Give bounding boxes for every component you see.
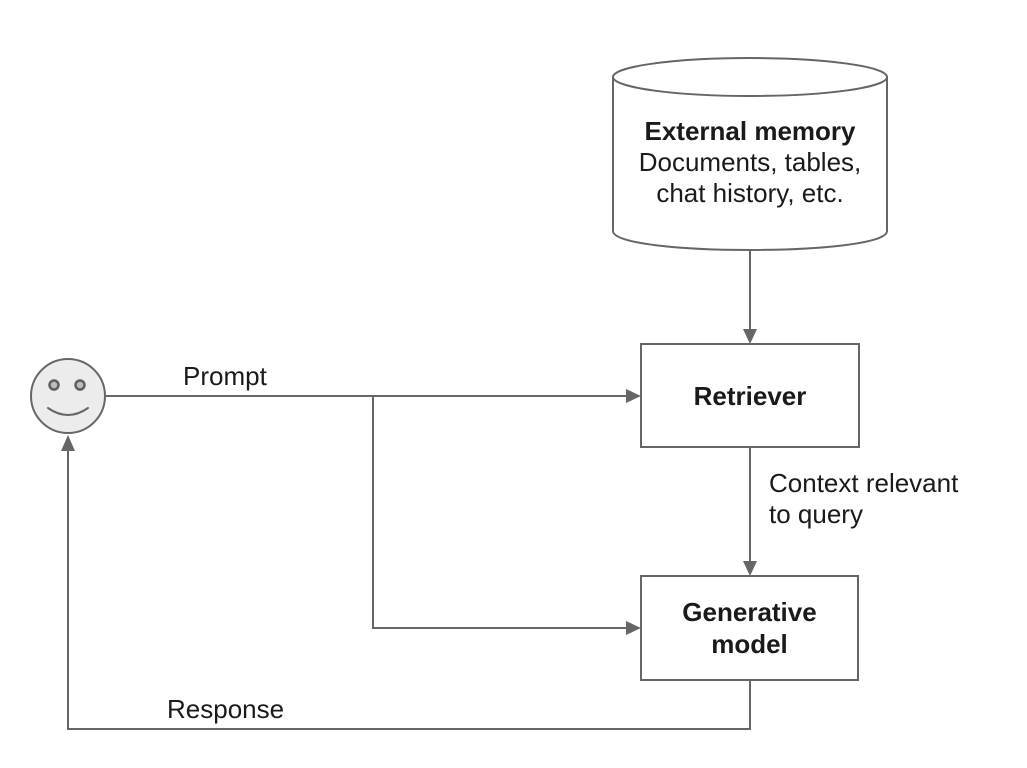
memory-to-retriever-arrow (743, 250, 757, 344)
generative-model-label: Generative model (641, 576, 858, 680)
external-memory-label: External memory Documents, tables, chat … (613, 116, 887, 209)
cylinder-top (612, 57, 888, 97)
context-edge-label-line2: to query (769, 499, 863, 529)
user-left-eye (48, 379, 60, 391)
cylinder-body (612, 76, 888, 251)
external-memory-title: External memory (644, 116, 856, 146)
prompt-edge-label: Prompt (183, 361, 267, 391)
external-memory-cylinder (612, 57, 888, 251)
retriever-label: Retriever (641, 344, 859, 447)
retriever-box (640, 343, 860, 448)
generative-model-box (640, 575, 859, 681)
user-face-circle (30, 358, 106, 434)
context-edge-label-line1: Context relevant (769, 468, 959, 498)
generative-model-label-line1: Generative (682, 597, 817, 627)
context-edge-label: Context relevant to query (769, 468, 958, 530)
retriever-to-model-arrow (743, 447, 757, 576)
generative-model-label-line2: model (711, 629, 788, 659)
retriever-label-text: Retriever (693, 380, 807, 411)
response-arrow (61, 435, 751, 730)
user-mouth (47, 407, 89, 416)
response-edge-label: Response (167, 694, 285, 724)
user-icon (30, 358, 106, 434)
prompt-arrow (105, 389, 641, 403)
external-memory-subtitle-line1: Documents, tables, (638, 147, 862, 177)
external-memory-subtitle-line2: chat history, etc. (656, 178, 844, 208)
user-right-eye (74, 379, 86, 391)
prompt-branch-arrow (372, 396, 641, 635)
